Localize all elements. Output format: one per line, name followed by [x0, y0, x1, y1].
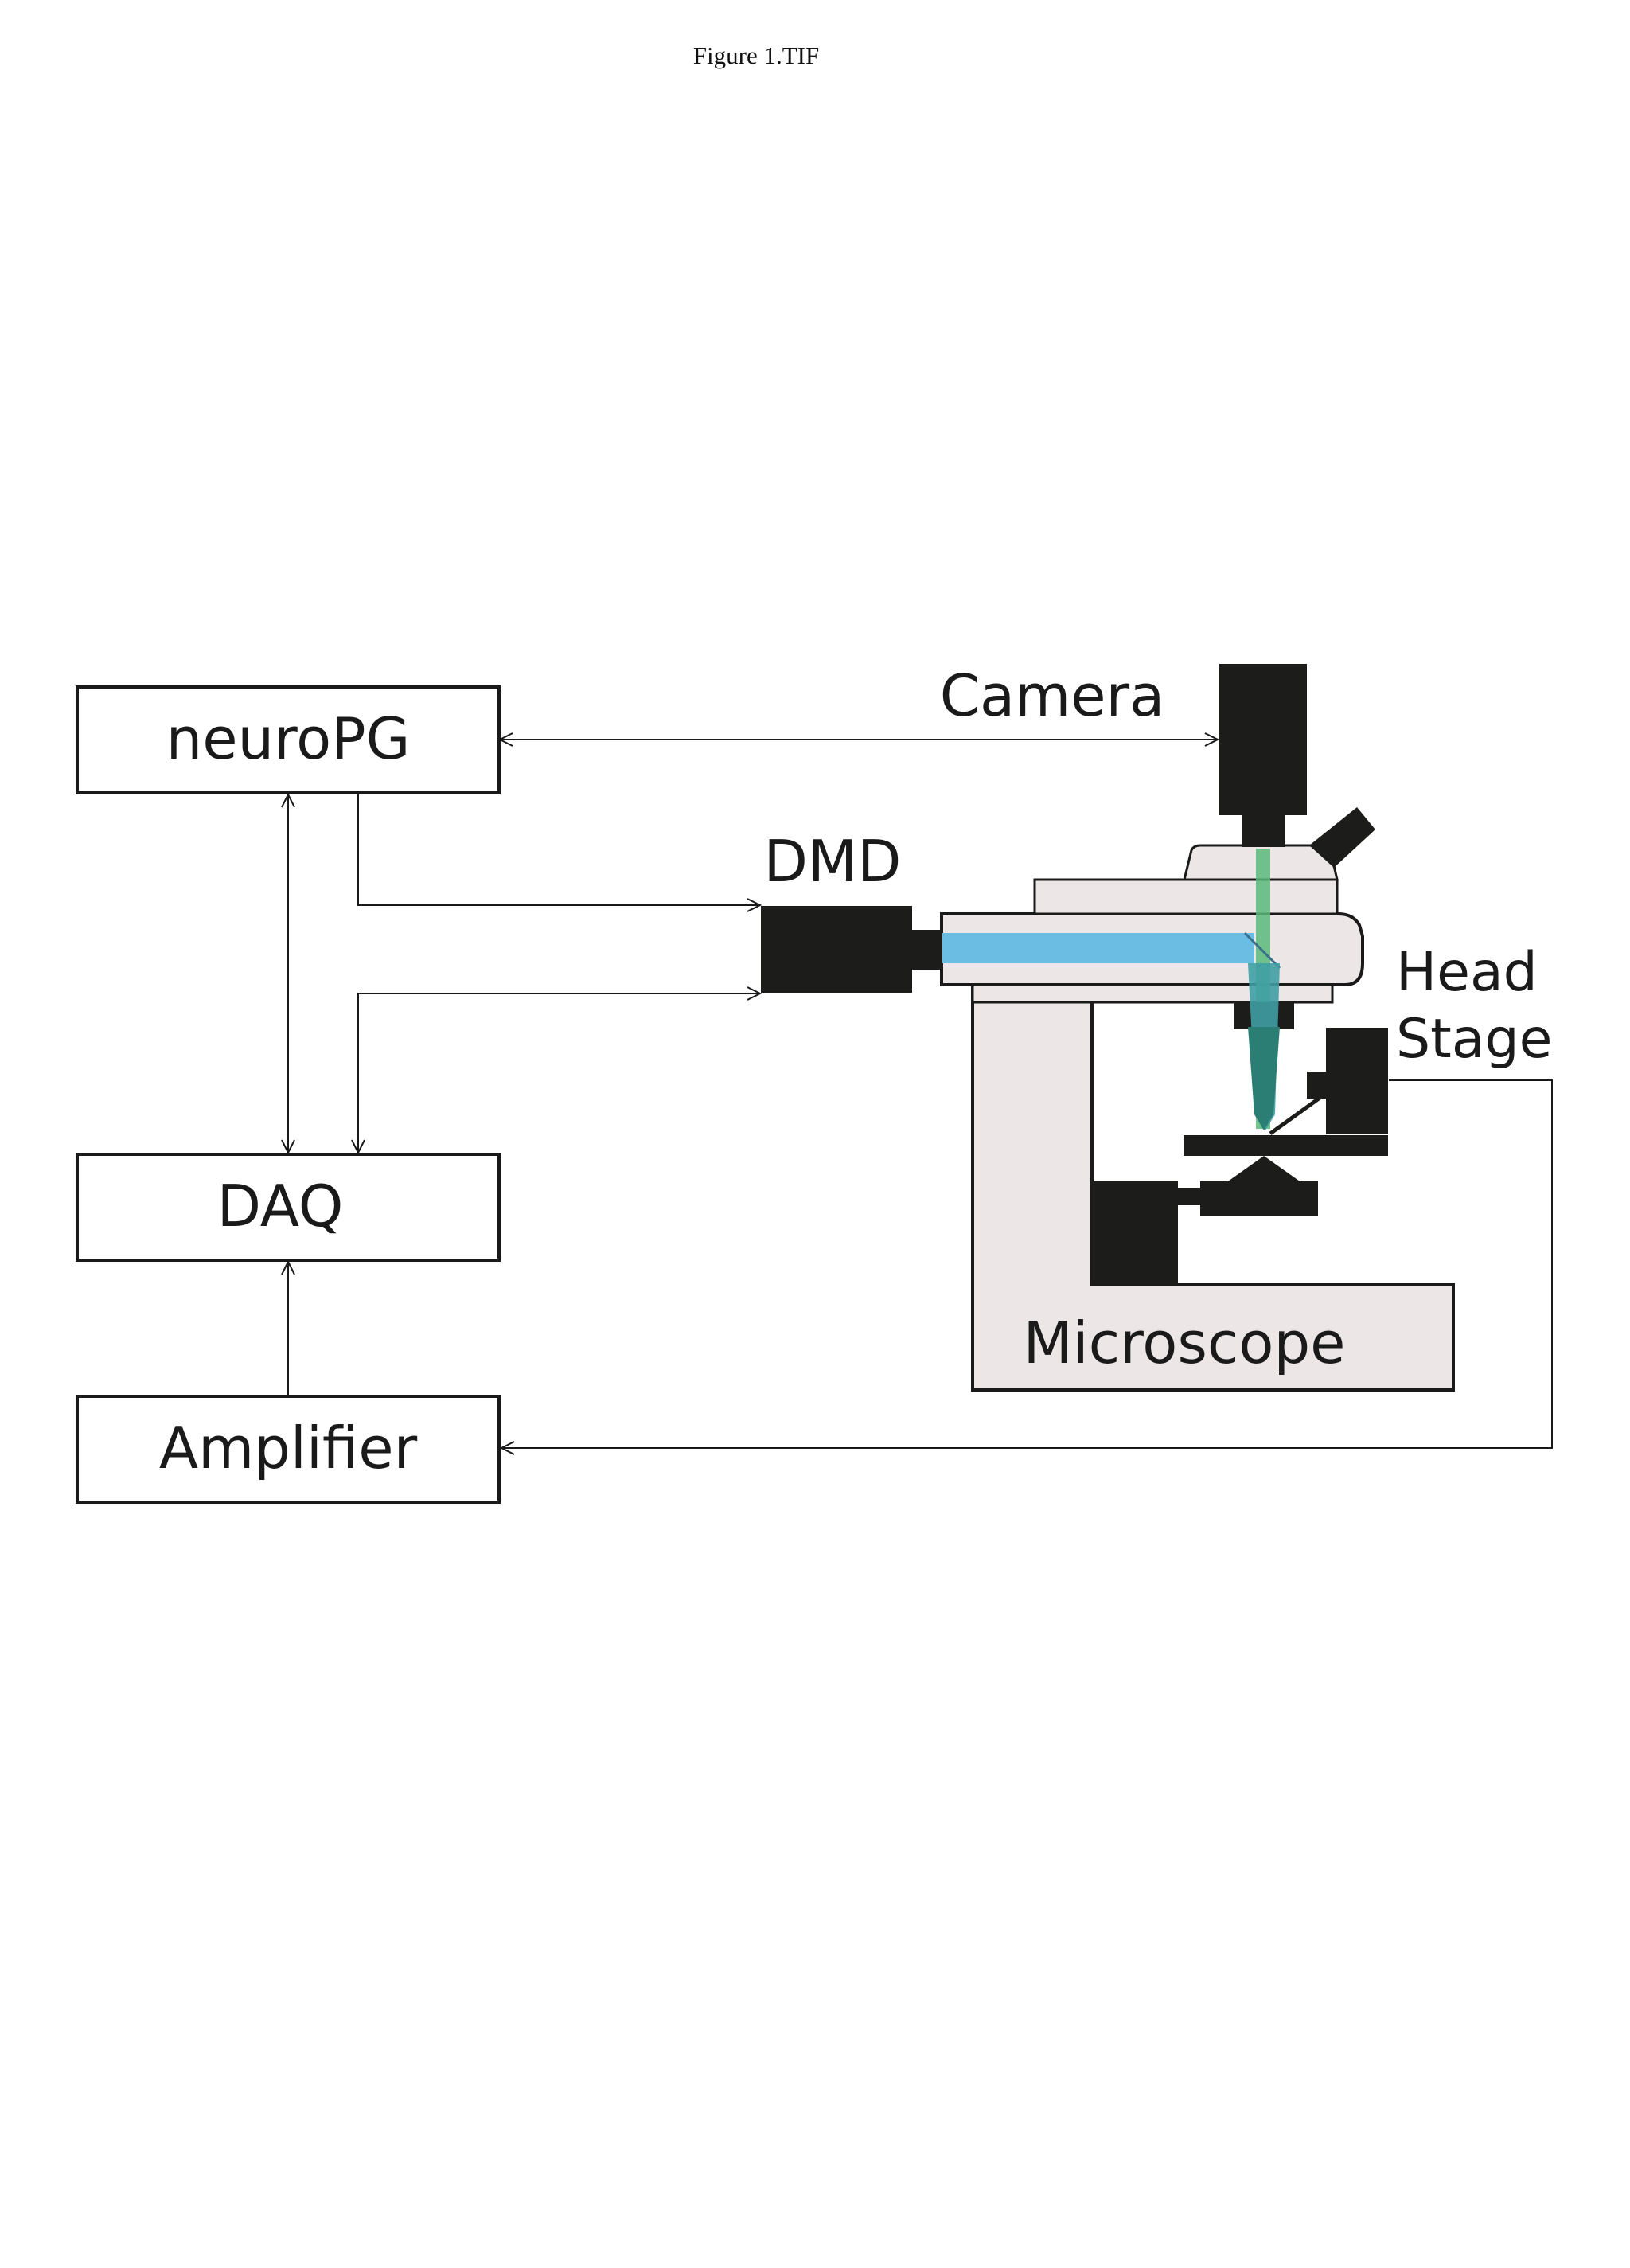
stage-support-base — [1200, 1181, 1318, 1216]
daq-label: DAQ — [217, 1173, 344, 1239]
neuropg-label: neuroPG — [166, 705, 411, 772]
dichroic-mirror — [1243, 931, 1281, 970]
camera-label: Camera — [940, 662, 1165, 729]
eyepiece — [1309, 807, 1375, 868]
stage-support — [1226, 1156, 1302, 1183]
head-stage-label-line2: Stage — [1396, 1008, 1553, 1071]
neuropg-box: neuroPG — [76, 685, 501, 794]
head-stage-label-line1: Head — [1396, 941, 1538, 1004]
microscope — [761, 664, 1455, 1392]
camera-mount — [1242, 814, 1285, 847]
sample-stage — [1184, 1135, 1388, 1156]
camera-body — [1219, 664, 1307, 815]
dmd-coupler — [912, 930, 942, 970]
microscope-top-plate — [1033, 878, 1339, 915]
page-title: Figure 1.TIF — [692, 41, 820, 69]
daq-box: DAQ — [76, 1153, 501, 1262]
connector-dmd-daq — [358, 993, 760, 1153]
connector-neuropg-dmd — [357, 793, 760, 905]
focus-knob — [1092, 1181, 1178, 1285]
dmd-label: DMD — [763, 828, 901, 895]
microscope-label: Microscope — [1024, 1310, 1346, 1376]
dmd-body — [761, 906, 912, 993]
amplifier-label: Amplifier — [159, 1415, 418, 1481]
focus-knob-arm — [1176, 1188, 1202, 1205]
head-stage-body — [1326, 1028, 1388, 1134]
objective-lens-tip — [1248, 1027, 1280, 1130]
recording-electrode — [1269, 1090, 1329, 1136]
connector-headstage-amplifier — [501, 1079, 1553, 1448]
amplifier-box: Amplifier — [76, 1395, 501, 1504]
excitation-light-path — [942, 933, 1254, 963]
